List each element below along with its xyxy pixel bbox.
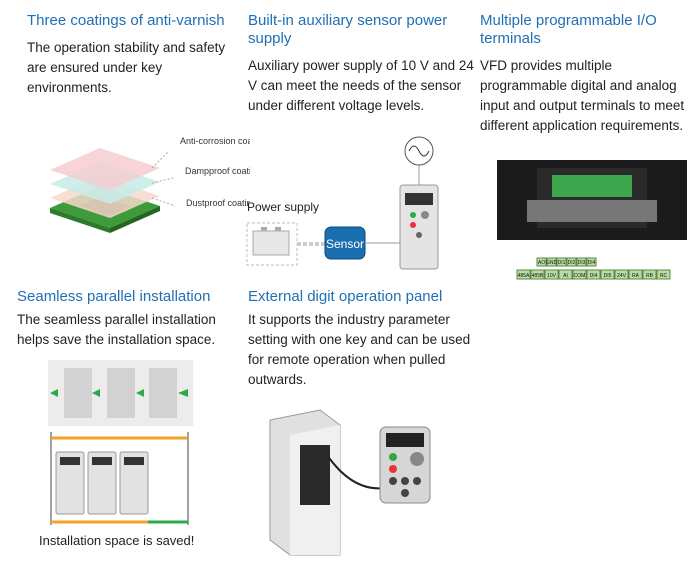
dampproof-label: Dampproof coating [185,166,250,176]
green-terminal-block [552,175,632,197]
terminal-bottom-label: DI5 [604,273,612,279]
coatings-illustration: Anti-corrosion coating Dampproof coating… [50,136,250,233]
terminal-top-label: GND [546,260,558,266]
sensor-label: Sensor [326,237,364,251]
terminal-bottom-label: 10V [547,273,557,279]
terminal-top-cell [536,257,547,267]
terminal-bottom-cell [572,269,587,280]
terminal-bottom-label: 485B [532,273,544,279]
vfd-unit-1 [55,451,85,515]
terminal-bottom-label: RC [660,273,668,279]
terminal-bottom-cell [656,269,671,280]
terminal-bottom-cell [544,269,559,280]
terminal-bottom-cell [600,269,615,280]
vfd-unit-2 [87,451,117,515]
coatings-description: The operation stability and safety are e… [27,40,226,95]
panel-slot [300,445,330,505]
terminal-bottom-cell [642,269,657,280]
terminal-top-cell [566,257,577,267]
panel-description: It supports the industry parameter setti… [248,312,471,387]
dustproof-label: Dustproof coating [186,198,250,208]
keypad-display [386,433,424,447]
terminal-bottom-cell [628,269,643,280]
terminal-bottom-label: RA [632,273,640,279]
terminal-top-label: DI2 [568,260,576,266]
terminal-bottom-label: RB [646,273,654,279]
terminal-bottom-label: COM [574,273,586,279]
terminal-bottom-cell [530,269,545,280]
panel-illustration [269,409,431,556]
terminal-top-label: AO [538,260,545,266]
terminal-top-cell [546,257,557,267]
grey-terminal-block [527,200,657,222]
sensor-power-description: Auxiliary power supply of 10 V and 24 V … [248,58,474,113]
terminal-top-cell [576,257,587,267]
io-terminals-description: VFD provides multiple programmable digit… [480,58,685,133]
coatings-title: Three coatings of anti-varnish [27,12,225,29]
anti-corrosion-layer [50,148,160,190]
io-terminals-title: Multiple programmable I/O terminals [480,12,657,47]
terminal-bottom-cell [516,269,531,280]
sensor-power-title: Built-in auxiliary sensor power supply [248,12,448,47]
terminal-bottom-label: 24V [617,273,627,279]
anti-corrosion-label: Anti-corrosion coating [180,136,250,146]
parallel-description: The seamless parallel installation helps… [17,312,216,347]
space-saved-caption: Installation space is saved! [39,533,195,548]
terminal-top-label: DI4 [588,260,596,266]
terminal-top-label: DI3 [578,260,586,266]
sensor-power-illustration: Sensor [246,136,439,270]
parallel-illustration [48,360,193,525]
parallel-title: Seamless parallel installation [17,288,211,305]
terminal-bottom-cell [586,269,601,280]
vfd-unit-3 [119,451,149,515]
power-supply-label: Power supply [247,200,320,214]
terminal-bottom-label: 485A [518,273,530,279]
terminal-bottom-label: DI4 [590,273,598,279]
panel-title: External digit operation panel [248,288,443,305]
terminal-bottom-cell [614,269,629,280]
terminal-bottom-cell [558,269,573,280]
battery-icon [252,230,290,256]
terminal-top-label: DI1 [558,260,566,266]
terminal-bottom-label: AI [563,273,568,279]
terminal-top-cell [556,257,567,267]
terminal-top-cell [586,257,597,267]
